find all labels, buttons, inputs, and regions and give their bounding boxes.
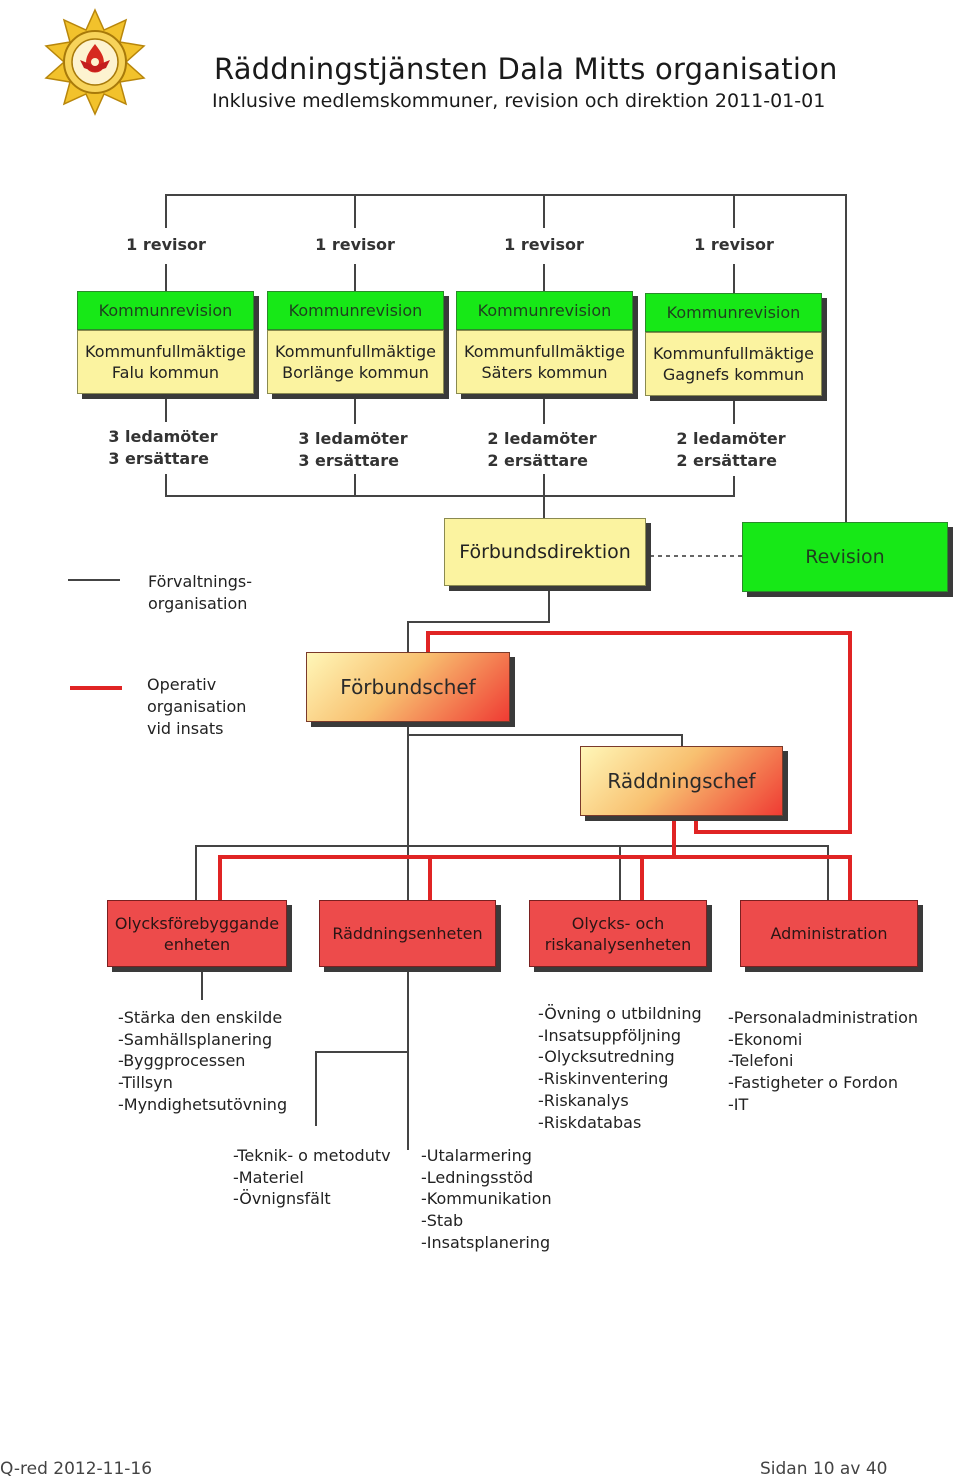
legend-op-line3: vid insats: [147, 719, 224, 738]
council-box-falun: Kommunfullmäktige Falu kommun: [77, 330, 254, 394]
revisor-label: 1 revisor: [694, 235, 774, 254]
members-borlange: 3 ledamöter 3 ersättare: [298, 428, 407, 472]
logo: [40, 8, 150, 116]
members-gagnef: 2 ledamöter 2 ersättare: [676, 428, 785, 472]
task-item: -Utalarmering: [421, 1146, 532, 1165]
unit-prevention: Olycksförebyggande enheten: [107, 900, 287, 967]
members-sater: 2 ledamöter 2 ersättare: [487, 428, 596, 472]
revision-box: Revision: [742, 522, 948, 592]
tasks-admin: -Personaladministration -Ekonomi -Telefo…: [728, 1007, 918, 1116]
council-label: Kommunfullmäktige: [275, 342, 436, 361]
legend-op-line2: organisation: [147, 697, 247, 716]
task-item: -Stärka den enskilde: [118, 1008, 283, 1027]
unit-label: Räddningsenheten: [332, 924, 483, 943]
municipality-name: Falu kommun: [111, 363, 220, 382]
council-label: Kommunfullmäktige: [653, 344, 814, 363]
revisor-label: 1 revisor: [126, 235, 206, 254]
footer-left: Q-red 2012-11-16: [0, 1459, 153, 1479]
task-item: -Myndighetsutövning: [118, 1094, 288, 1114]
unit-label: Olycks- och: [571, 913, 665, 933]
deputies-count: 3 ersättare: [298, 451, 399, 470]
council-box-borlange: Kommunfullmäktige Borlänge kommun: [267, 330, 444, 394]
members-count: 3 ledamöter: [298, 429, 408, 448]
task-item: -Tillsyn: [118, 1073, 173, 1093]
tasks-rescue-command: -Utalarmering -Ledningsstöd -Kommunikati…: [421, 1145, 552, 1254]
unit-rescue: Räddningsenheten: [319, 900, 496, 967]
members-falun: 3 ledamöter 3 ersättare: [108, 426, 217, 470]
members-count: 2 ledamöter: [487, 429, 597, 448]
task-item: -Riskdatabas: [538, 1112, 642, 1132]
members-count: 2 ledamöter: [676, 429, 786, 448]
task-item: -Ledningsstöd: [421, 1167, 534, 1187]
unit-label: Administration: [770, 924, 888, 943]
council-box-gagnef: Kommunfullmäktige Gagnefs kommun: [645, 332, 822, 396]
page-title: Räddningstjänsten Dala Mitts organisatio…: [214, 52, 838, 86]
kommunrevision-box: Kommunrevision: [645, 293, 822, 332]
task-item: -Riskanalys: [538, 1090, 629, 1110]
task-item: -Insatsplanering: [421, 1232, 551, 1252]
council-label: Kommunfullmäktige: [85, 342, 246, 361]
legend-operative-label: Operativ organisation vid insats: [147, 674, 246, 740]
task-item: -Byggprocessen: [118, 1051, 246, 1071]
tasks-rescue-technical: -Teknik- o metodutv -Materiel -Övnignsfä…: [233, 1145, 391, 1210]
task-item: -Materiel: [233, 1167, 304, 1187]
task-item: -Övnignsfält: [233, 1189, 331, 1209]
task-item: -Övning o utbildning: [538, 1004, 702, 1023]
emblem-icon: [44, 8, 146, 116]
municipality-name: Borlänge kommun: [282, 363, 429, 382]
task-item: -Riskinventering: [538, 1069, 669, 1089]
council-label: Kommunfullmäktige: [464, 342, 625, 361]
deputies-count: 3 ersättare: [108, 449, 209, 468]
task-item: -Fastigheter o Fordon: [728, 1073, 898, 1093]
unit-administration: Administration: [740, 900, 918, 967]
legend-op-line1: Operativ: [147, 675, 217, 694]
unit-label: Olycksförebyggande: [114, 913, 280, 933]
members-count: 3 ledamöter: [108, 427, 218, 446]
municipality-name: Säters kommun: [481, 363, 608, 382]
task-item: -Teknik- o metodutv: [233, 1146, 391, 1165]
rescue-chief-box: Räddningschef: [580, 746, 783, 816]
task-item: -Personaladministration: [728, 1008, 919, 1027]
task-item: -Ekonomi: [728, 1029, 803, 1049]
direction-box: Förbundsdirektion: [444, 518, 646, 586]
kommunrevision-box: Kommunrevision: [456, 291, 633, 330]
revisor-label: 1 revisor: [504, 235, 584, 254]
task-item: -IT: [728, 1094, 749, 1114]
page-subtitle: Inklusive medlemskommuner, revision och …: [212, 90, 826, 112]
unit-risk-analysis: Olycks- och riskanalysenheten: [529, 900, 707, 967]
task-item: -Samhällsplanering: [118, 1029, 273, 1049]
deputies-count: 2 ersättare: [487, 451, 588, 470]
task-item: -Insatsuppföljning: [538, 1025, 682, 1045]
legend-admin-label: Förvaltnings- organisation: [148, 571, 252, 615]
footer-right: Sidan 10 av 40: [760, 1459, 888, 1479]
task-item: -Stab: [421, 1211, 464, 1231]
municipality-name: Gagnefs kommun: [662, 365, 805, 384]
task-item: -Kommunikation: [421, 1189, 552, 1209]
council-box-sater: Kommunfullmäktige Säters kommun: [456, 330, 633, 394]
task-item: -Telefoni: [728, 1051, 794, 1071]
revisor-label: 1 revisor: [315, 235, 395, 254]
task-item: -Olycksutredning: [538, 1047, 675, 1067]
kommunrevision-box: Kommunrevision: [77, 291, 254, 330]
unit-label: enheten: [163, 934, 231, 954]
tasks-prevention: -Stärka den enskilde -Samhällsplanering …: [118, 1007, 287, 1116]
deputies-count: 2 ersättare: [676, 451, 777, 470]
legend-admin-line1: Förvaltnings-: [148, 572, 252, 591]
kommunrevision-box: Kommunrevision: [267, 291, 444, 330]
legend-admin-line2: organisation: [148, 594, 248, 613]
unit-label: riskanalysenheten: [544, 934, 692, 954]
tasks-risk: -Övning o utbildning -Insatsuppföljning …: [538, 1003, 702, 1133]
chief-box: Förbundschef: [306, 652, 510, 722]
